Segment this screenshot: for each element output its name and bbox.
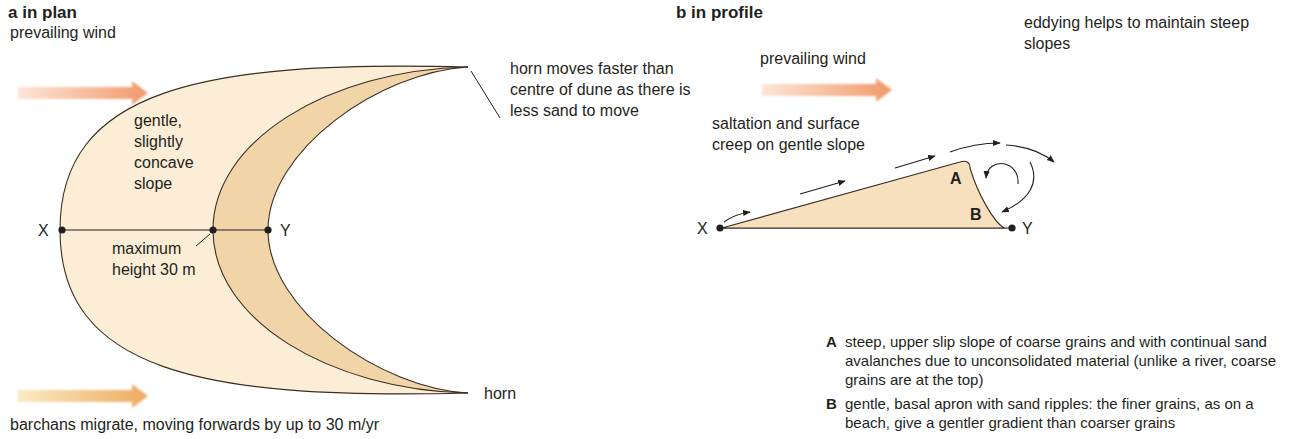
point-label: Y bbox=[1022, 218, 1033, 239]
migration-note: barchans migrate, moving forwards by up … bbox=[10, 414, 379, 435]
section-point bbox=[264, 226, 271, 233]
wind-label: prevailing wind bbox=[760, 48, 866, 69]
wind-label: prevailing wind bbox=[10, 22, 116, 43]
height-label: maximum height 30 m bbox=[112, 238, 212, 280]
sand-movement-arrow bbox=[895, 156, 935, 168]
eddy-note: eddying helps to maintain steep slopes bbox=[1024, 12, 1264, 54]
sand-movement-arrow bbox=[800, 181, 845, 194]
key-text: steep, upper slip slope of coarse grains… bbox=[845, 332, 1300, 389]
point-label: Y bbox=[280, 220, 291, 241]
dune-profile bbox=[722, 161, 1004, 228]
wind-arrow bbox=[762, 78, 892, 102]
eddy-arrow bbox=[1002, 162, 1034, 212]
section-point bbox=[58, 226, 65, 233]
leader-line bbox=[471, 71, 500, 118]
migration-arrow bbox=[18, 384, 148, 408]
key-letter: B bbox=[826, 394, 837, 413]
eddy-arrow bbox=[986, 164, 1018, 184]
dune-outline bbox=[60, 66, 468, 394]
horn-note: horn moves faster than centre of dune as… bbox=[510, 58, 715, 121]
sand-movement-arrow bbox=[724, 212, 750, 222]
part-letter: A bbox=[950, 168, 962, 189]
panel-heading: b in profile bbox=[676, 2, 763, 23]
section-point bbox=[1008, 224, 1015, 231]
airflow-arrow bbox=[1006, 145, 1054, 162]
point-label: X bbox=[38, 220, 49, 241]
key-text: gentle, basal apron with sand ripples: t… bbox=[845, 394, 1300, 432]
dune-lee-edge bbox=[268, 67, 468, 393]
panel-heading: a in plan bbox=[8, 2, 77, 23]
section-line bbox=[62, 229, 268, 230]
part-letter: B bbox=[970, 204, 982, 225]
slope-label: gentle, slightly concave slope bbox=[134, 110, 214, 194]
horn-label: horn bbox=[484, 383, 516, 404]
point-label: X bbox=[697, 218, 708, 239]
airflow-arrow bbox=[950, 143, 1000, 152]
crest-point bbox=[209, 226, 216, 233]
key-letter: A bbox=[826, 332, 837, 351]
wind-arrow bbox=[18, 81, 148, 105]
dune-windward-area bbox=[60, 66, 468, 394]
leader-line bbox=[196, 234, 210, 246]
saltation-note: saltation and surface creep on gentle sl… bbox=[712, 113, 884, 155]
section-point bbox=[716, 224, 723, 231]
